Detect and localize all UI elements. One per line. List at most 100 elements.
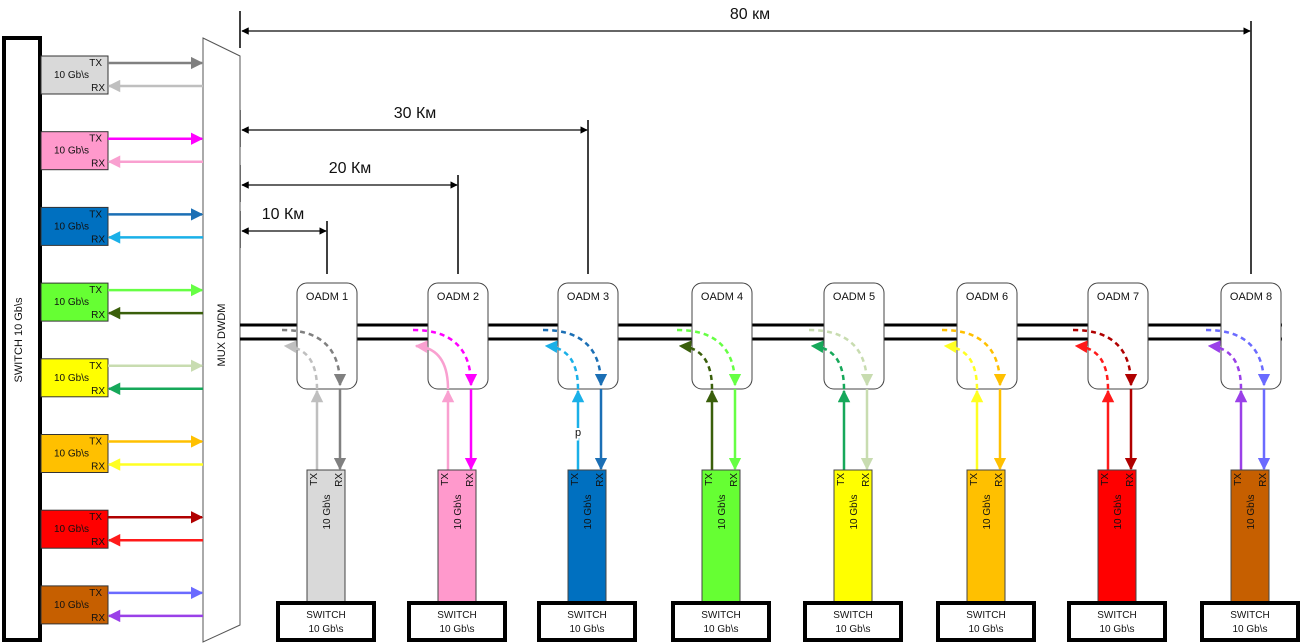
oadm-label: OADM 4 bbox=[701, 291, 743, 303]
remote-switch-rate: 10 Gb\s bbox=[1232, 624, 1267, 635]
rate-label: 10 Gb\s bbox=[54, 449, 89, 460]
distance-label: 80 км bbox=[730, 6, 770, 23]
add-path bbox=[1207, 340, 1243, 390]
remote-transceiver-module bbox=[437, 469, 477, 603]
remote-rate-label: 10 Gb\s bbox=[1113, 494, 1124, 529]
remote-rx-label: RX bbox=[1258, 473, 1269, 487]
remote-switch-rate: 10 Gb\s bbox=[968, 624, 1003, 635]
remote-switch-name: SWITCH bbox=[701, 610, 740, 621]
add-path bbox=[810, 340, 846, 390]
rx-port-label: RX bbox=[91, 537, 105, 548]
rx-port-label: RX bbox=[91, 310, 105, 321]
remote-rx-label: RX bbox=[729, 473, 740, 487]
oadm-label: OADM 5 bbox=[833, 291, 875, 303]
rx-port-label: RX bbox=[91, 462, 105, 473]
remote-switch-name: SWITCH bbox=[306, 610, 345, 621]
tx-annotation: p bbox=[575, 427, 581, 439]
remote-switch-name: SWITCH bbox=[833, 610, 872, 621]
remote-switch-box bbox=[407, 601, 507, 642]
remote-switch-rate: 10 Gb\s bbox=[439, 624, 474, 635]
rx-port-label: RX bbox=[91, 159, 105, 170]
remote-tx-label: TX bbox=[704, 473, 715, 486]
oadm-label: OADM 8 bbox=[1230, 291, 1272, 303]
remote-switch-name: SWITCH bbox=[567, 610, 606, 621]
remote-switch-rate: 10 Gb\s bbox=[1099, 624, 1134, 635]
tx-port-label: TX bbox=[89, 134, 102, 145]
transceiver-module bbox=[40, 131, 109, 171]
oadm-label: OADM 3 bbox=[567, 291, 609, 303]
rate-label: 10 Gb\s bbox=[54, 297, 89, 308]
remote-switch-box bbox=[1200, 601, 1300, 642]
remote-tx-label: TX bbox=[1233, 473, 1244, 486]
add-path bbox=[1074, 340, 1110, 390]
transceiver-module bbox=[40, 358, 109, 398]
remote-switch-box bbox=[803, 601, 903, 642]
transceiver-module bbox=[40, 55, 109, 95]
rate-label: 10 Gb\s bbox=[54, 146, 89, 157]
remote-rate-label: 10 Gb\s bbox=[322, 494, 333, 529]
remote-tx-label: TX bbox=[570, 473, 581, 486]
distance-marker-3: 30 Км bbox=[239, 105, 589, 274]
tx-port-label: TX bbox=[89, 361, 102, 372]
transceiver-module bbox=[40, 434, 109, 473]
drop-path bbox=[808, 328, 874, 387]
tx-port-label: TX bbox=[89, 588, 102, 599]
remote-rx-label: RX bbox=[465, 473, 476, 487]
remote-switch-box bbox=[1067, 601, 1167, 642]
rate-label: 10 Gb\s bbox=[54, 524, 89, 535]
rate-label: 10 Gb\s bbox=[54, 221, 89, 232]
remote-switch-rate: 10 Gb\s bbox=[703, 624, 738, 635]
remote-rate-label: 10 Gb\s bbox=[849, 494, 860, 529]
remote-rx-label: RX bbox=[1125, 473, 1136, 487]
add-path bbox=[414, 340, 450, 390]
remote-tx-label: TX bbox=[309, 473, 320, 486]
oadm-label: OADM 7 bbox=[1097, 291, 1139, 303]
rate-label: 10 Gb\s bbox=[54, 600, 89, 611]
rate-label: 10 Gb\s bbox=[54, 70, 89, 81]
transceiver-module bbox=[40, 509, 109, 549]
remote-rate-label: 10 Gb\s bbox=[1246, 494, 1257, 529]
drop-path bbox=[941, 328, 1007, 387]
add-path bbox=[544, 340, 580, 390]
tx-port-label: TX bbox=[89, 285, 102, 296]
remote-rate-label: 10 Gb\s bbox=[453, 494, 464, 529]
remote-switch-name: SWITCH bbox=[966, 610, 1005, 621]
remote-rx-label: RX bbox=[334, 473, 345, 487]
distance-marker-8: 80 км bbox=[239, 6, 1252, 274]
distance-marker-1: 10 Км bbox=[239, 206, 328, 274]
transceiver-module bbox=[40, 585, 109, 625]
drop-path bbox=[1072, 328, 1138, 387]
mux-dwdm-label: MUX DWDM bbox=[216, 304, 228, 367]
remote-transceiver-module bbox=[1097, 469, 1137, 603]
remote-transceiver-module bbox=[306, 469, 346, 603]
remote-switch-name: SWITCH bbox=[1230, 610, 1269, 621]
remote-transceiver-module bbox=[833, 469, 873, 603]
transceiver-module bbox=[40, 282, 109, 322]
remote-rx-label: RX bbox=[994, 473, 1005, 487]
distance-label: 10 Км bbox=[262, 206, 305, 223]
drop-path bbox=[281, 328, 347, 387]
rx-port-label: RX bbox=[91, 83, 105, 94]
remote-switch-rate: 10 Gb\s bbox=[569, 624, 604, 635]
tx-port-label: TX bbox=[89, 437, 102, 448]
drop-path bbox=[412, 328, 478, 387]
remote-switch-name: SWITCH bbox=[1097, 610, 1136, 621]
remote-tx-label: TX bbox=[969, 473, 980, 486]
main-switch-label: SWITCH 10 Gb\s bbox=[13, 297, 25, 382]
rx-port-label: RX bbox=[91, 613, 105, 624]
